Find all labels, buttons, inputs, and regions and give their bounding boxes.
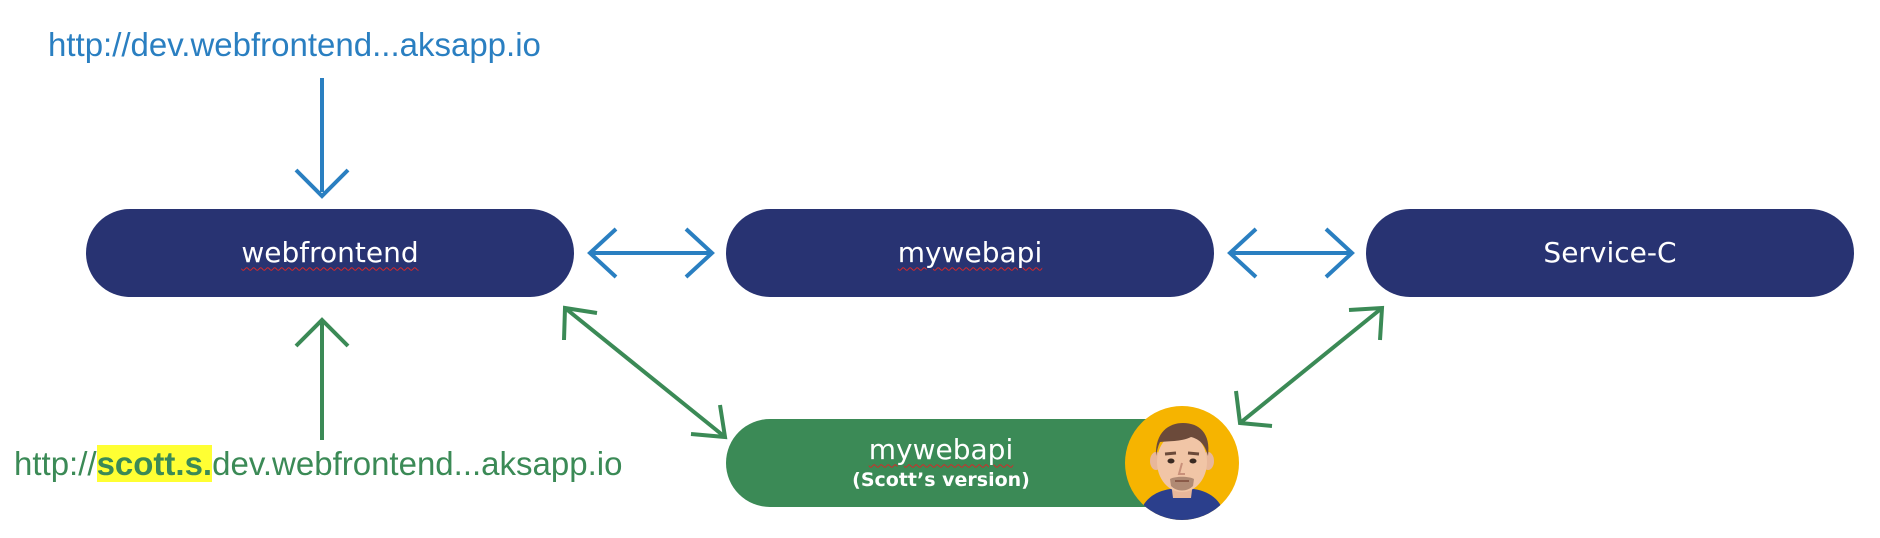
service-c: Service-C [1366,209,1854,297]
arrow-scott-mywebapi-service-c [1234,305,1385,428]
webfrontend-url-text: http://dev.webfrontend...aksapp.io [48,26,541,63]
scott-mywebapi-service: mywebapi (Scott’s version) [726,419,1196,507]
scott-version-label: (Scott’s version) [852,469,1030,492]
service-c-label: Service-C [1543,235,1677,269]
scott-mywebapi-label: mywebapi [868,432,1014,466]
webfrontend-service: webfrontend [86,209,574,297]
arrow-webfrontend-mywebapi [587,227,715,279]
mywebapi-service: mywebapi [726,209,1214,297]
request-arrow-up [294,317,350,440]
mywebapi-label: mywebapi [897,235,1043,269]
url-suffix: dev.webfrontend...aksapp.io [212,445,623,482]
arrow-mywebapi-service-c [1227,227,1355,279]
webfrontend-url: http://dev.webfrontend...aksapp.io [48,28,541,61]
url-prefix: http:// [14,445,97,482]
developer-avatar-icon [1125,406,1239,520]
arrow-webfrontend-scott-mywebapi [562,305,728,440]
scott-webfrontend-url: http://scott.s.dev.webfrontend...aksapp.… [14,445,623,482]
url-highlighted-space: scott.s. [96,445,213,482]
request-arrow-down [294,78,350,199]
webfrontend-label: webfrontend [241,235,419,269]
